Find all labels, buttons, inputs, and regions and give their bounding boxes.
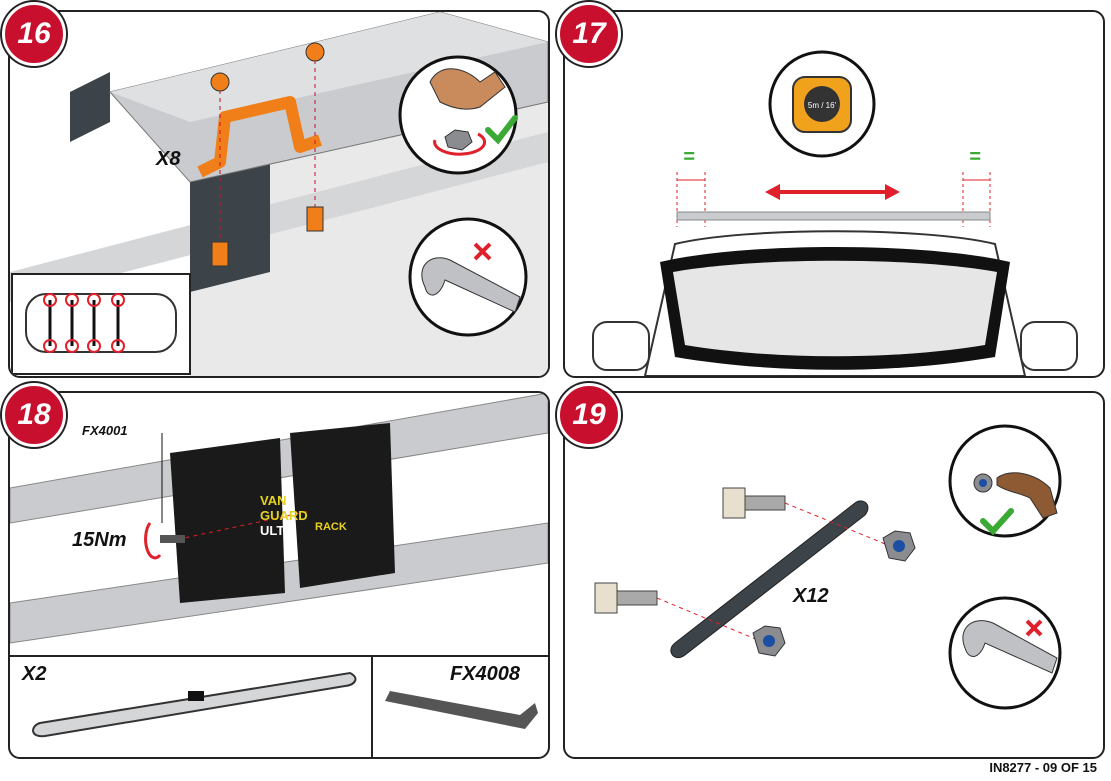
part-code-label: FX4001 — [82, 423, 128, 438]
step-number-badge: 18 — [2, 383, 66, 447]
document-reference: IN8277 - 09 OF 15 — [989, 760, 1097, 775]
step-17-illustration: 5m / 16' — [592, 50, 1078, 376]
cross-icon — [473, 242, 492, 261]
step-16-illustration — [10, 12, 548, 376]
step-16-panel: X8 — [8, 10, 550, 378]
step-18-panel: FX4001 15Nm VAN GUARD ULTI RACK X2 FX400… — [8, 391, 550, 759]
spanner-icon — [948, 596, 1062, 710]
step-19-illustration — [594, 424, 1062, 710]
brand-logo: VAN GUARD ULTI — [260, 493, 308, 538]
quantity-label: X12 — [793, 585, 829, 607]
tape-text: 5m / 16' — [808, 101, 837, 110]
brand-side: RACK — [315, 521, 347, 533]
rail-quantity-label: X2 — [22, 663, 47, 685]
hand-tighten-icon — [398, 55, 518, 175]
spanner-icon — [408, 217, 528, 337]
step-19-panel: X12 — [563, 391, 1105, 759]
cross-icon — [1025, 619, 1043, 637]
step-17-panel: 5m / 16' = = — [563, 10, 1105, 378]
torque-label: 15Nm — [72, 529, 127, 551]
tool-code-label: FX4008 — [450, 663, 521, 685]
check-icon — [485, 115, 518, 145]
step-number-badge: 19 — [557, 383, 621, 447]
van-top-view-icon — [25, 293, 177, 353]
tape-measure-icon — [768, 50, 876, 158]
equal-mark-right: = — [969, 146, 981, 168]
equal-mark-left: = — [683, 146, 695, 168]
step-number-badge: 16 — [2, 2, 66, 66]
step-18-illustration — [10, 393, 548, 757]
hand-tighten-icon — [948, 424, 1062, 538]
check-icon — [980, 508, 1014, 536]
quantity-label: X8 — [156, 148, 181, 170]
step-number-badge: 17 — [557, 2, 621, 66]
